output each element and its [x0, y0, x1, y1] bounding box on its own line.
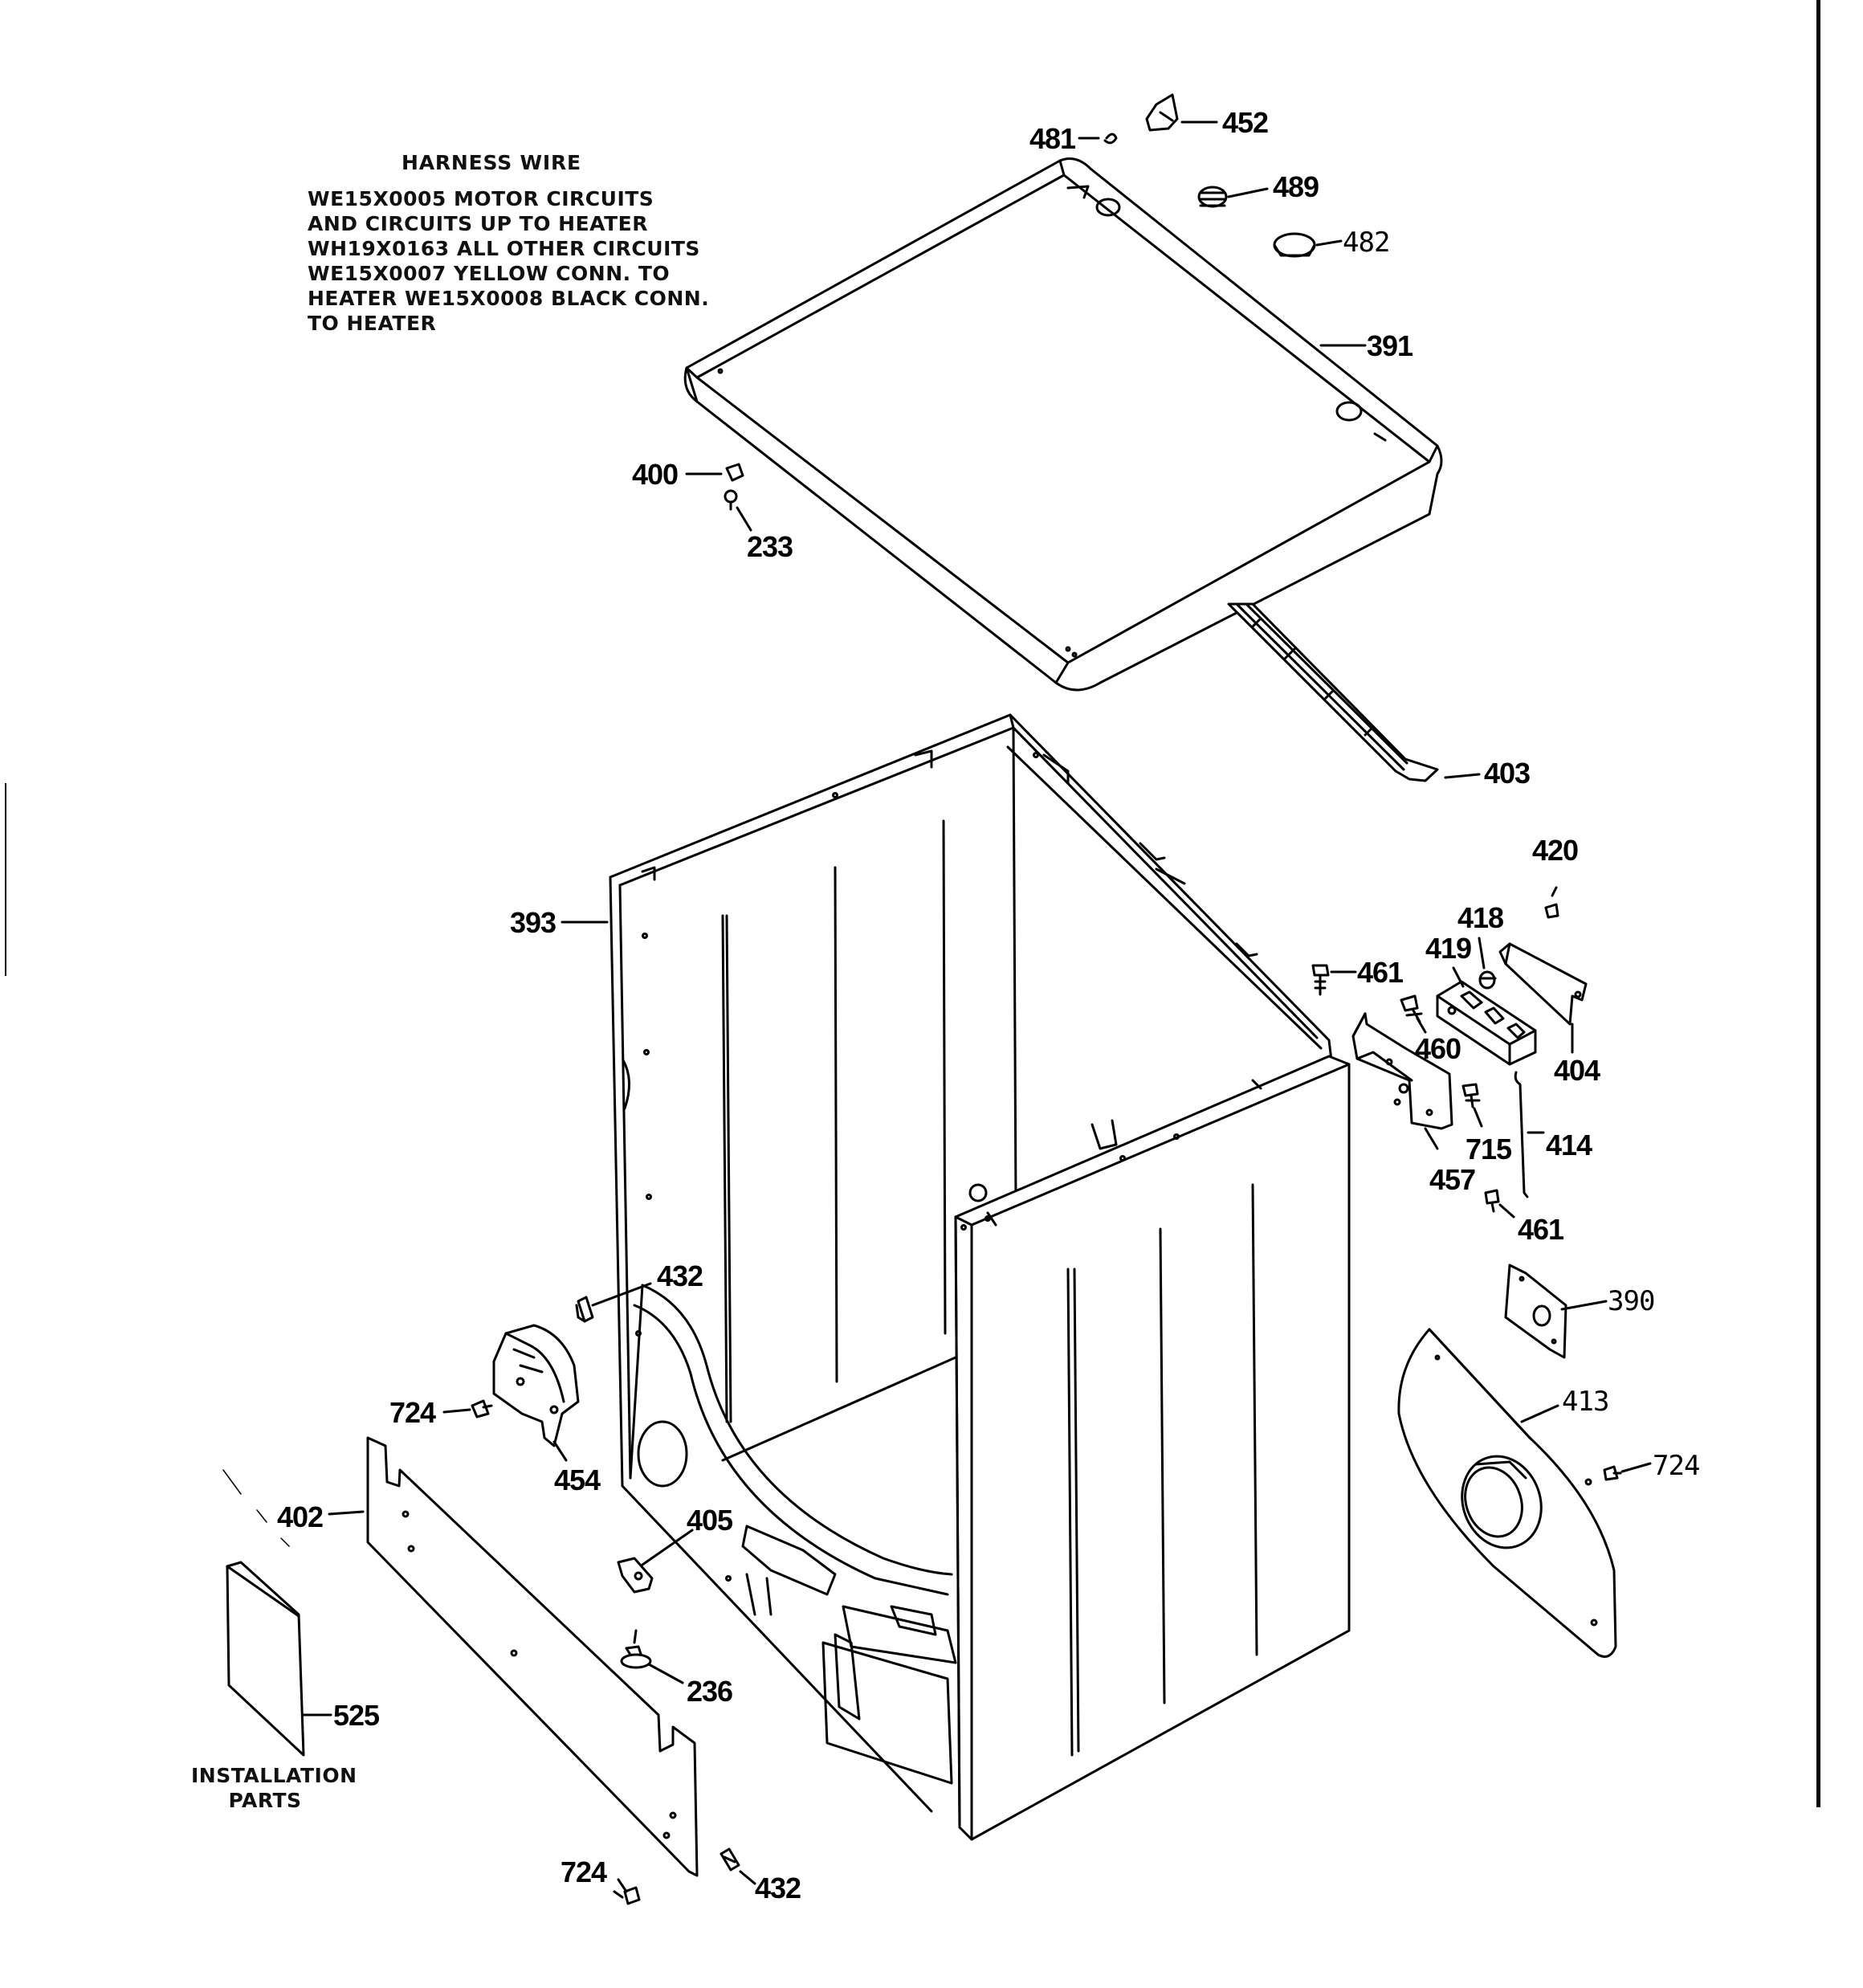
screw-400 [685, 463, 752, 532]
callout-404: 404 [1554, 1054, 1600, 1087]
screw-715 [1461, 1083, 1483, 1128]
harness-note-line: HEATER WE15X0008 BLACK CONN. [308, 287, 710, 310]
strip-414 [1514, 1071, 1545, 1198]
callout-402: 402 [277, 1500, 324, 1533]
screw-724-left [442, 1399, 493, 1419]
callout-452: 452 [1222, 106, 1269, 139]
clip-481 [1078, 133, 1118, 145]
callout-482: 482 [1343, 227, 1390, 259]
screw-460 [1400, 994, 1427, 1034]
screw-418 [1478, 937, 1497, 990]
leveling-leg-236 [620, 1629, 684, 1684]
callout-461-top: 461 [1357, 956, 1404, 989]
callout-418: 418 [1457, 901, 1504, 934]
screw-420 [1544, 886, 1559, 919]
harness-note-line: AND CIRCUITS UP TO HEATER [308, 212, 648, 235]
wire-harness [1227, 602, 1439, 782]
hinge-bracket-452 [1145, 93, 1218, 132]
installation-envelope-525 [222, 1469, 332, 1757]
harness-note-line: WH19X0163 ALL OTHER CIRCUITS [308, 237, 700, 260]
callout-715: 715 [1466, 1133, 1512, 1165]
callout-724-left: 724 [389, 1396, 436, 1429]
callout-724-bottom: 724 [561, 1855, 607, 1888]
harness-note-line: TO HEATER [308, 312, 437, 335]
clip-432-bottom [720, 1847, 756, 1885]
installation-label-line: PARTS [228, 1789, 302, 1812]
callout-400: 400 [632, 458, 679, 491]
callout-420: 420 [1532, 834, 1579, 867]
access-plate-390 [1504, 1263, 1608, 1359]
callout-405: 405 [687, 1504, 733, 1537]
callout-236: 236 [687, 1675, 733, 1708]
cabinet [609, 713, 1351, 1841]
callout-481: 481 [1029, 122, 1076, 155]
clip-432-top [575, 1282, 652, 1323]
left-frame-tick [5, 783, 6, 976]
harness-note-title: HARNESS WIRE [402, 151, 581, 174]
harness-note-line: WE15X0007 YELLOW CONN. TO [308, 262, 671, 285]
screw-461-top [1311, 964, 1357, 996]
callout-461-bottom: 461 [1518, 1213, 1564, 1246]
harness-note: WE15X0005 MOTOR CIRCUITS AND CIRCUITS UP… [308, 186, 709, 336]
callout-489: 489 [1273, 170, 1319, 203]
callout-391: 391 [1367, 329, 1413, 362]
screw-724-bottom [613, 1878, 641, 1905]
callout-233: 233 [747, 530, 793, 563]
callout-460: 460 [1415, 1032, 1461, 1065]
clip-405 [617, 1529, 694, 1594]
installation-label-line: INSTALLATION [191, 1764, 357, 1787]
callout-454: 454 [554, 1463, 601, 1496]
door-switch-454 [492, 1324, 580, 1462]
callout-419: 419 [1425, 932, 1472, 965]
callout-724-right: 724 [1653, 1450, 1700, 1482]
right-frame-border [1816, 0, 1820, 1807]
knob-482 [1273, 232, 1343, 258]
shield-404 [1498, 942, 1588, 1054]
callout-393: 393 [510, 906, 556, 939]
callout-525: 525 [333, 1699, 380, 1732]
callout-403: 403 [1484, 757, 1531, 790]
callout-414: 414 [1546, 1129, 1592, 1161]
harness-note-line: WE15X0005 MOTOR CIRCUITS [308, 187, 654, 210]
screw-724-right [1603, 1462, 1652, 1481]
top-panel [683, 157, 1443, 692]
toe-panel-402 [328, 1436, 699, 1877]
installation-parts-label: INSTALLATION PARTS [191, 1763, 357, 1813]
callout-432-bottom: 432 [755, 1872, 801, 1904]
spring-489 [1197, 186, 1269, 208]
screw-461-bottom [1484, 1189, 1515, 1219]
mounting-bracket-457 [1351, 1012, 1453, 1150]
callout-432-top: 432 [657, 1259, 703, 1292]
callout-457: 457 [1429, 1163, 1476, 1196]
terminal-block-419 [1436, 966, 1537, 1066]
rear-panel-413 [1397, 1328, 1617, 1658]
callout-413: 413 [1562, 1386, 1609, 1418]
callout-390: 390 [1608, 1285, 1655, 1317]
